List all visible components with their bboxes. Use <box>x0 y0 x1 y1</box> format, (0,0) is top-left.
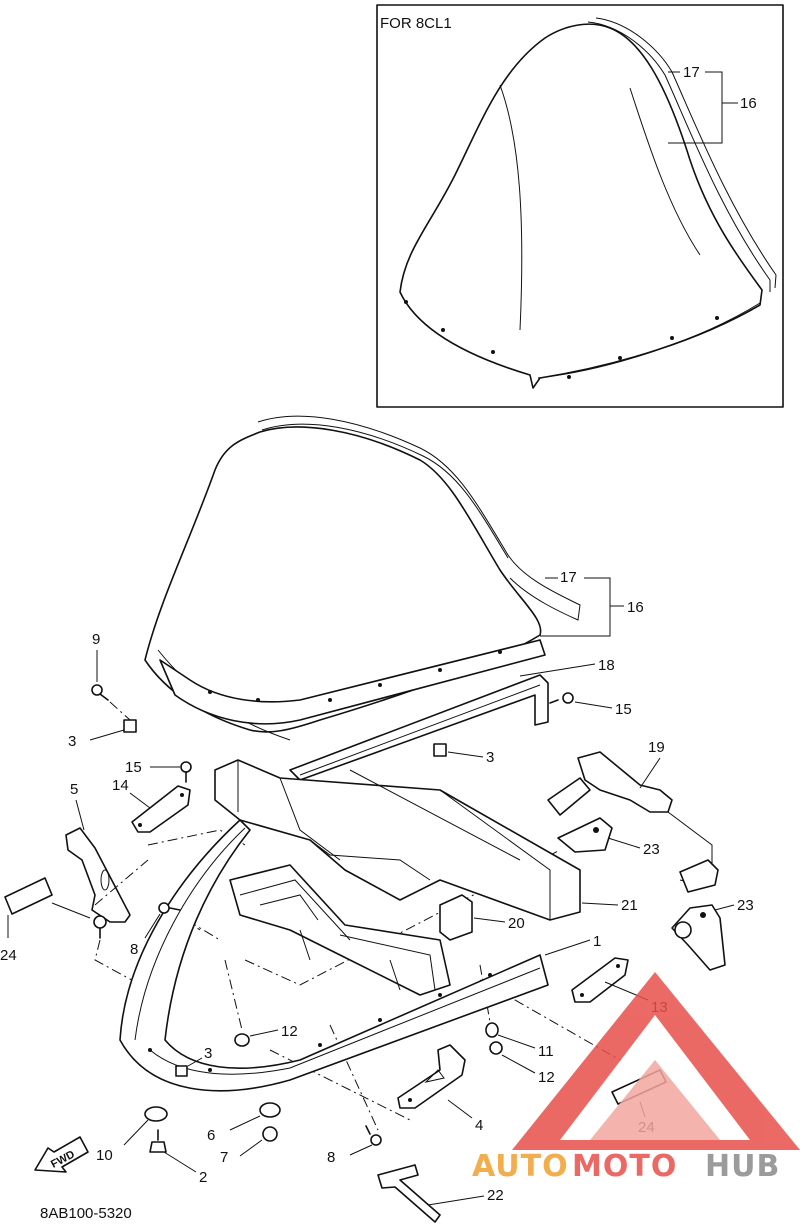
callout-22: 22 <box>487 1187 504 1204</box>
callout-9: 9 <box>92 631 100 648</box>
part-23-bracket-upper: 23 <box>557 817 660 858</box>
diagram-code: 8AB100-5320 <box>40 1205 132 1222</box>
callout-18: 18 <box>598 657 615 674</box>
part-8-screw-bottom: 8 <box>327 1125 382 1166</box>
part-15-screw-right: 15 <box>549 692 632 718</box>
callout-16-inset: 16 <box>740 95 757 112</box>
watermark-triangle-logo <box>512 972 800 1150</box>
callout-14: 14 <box>112 777 129 794</box>
fwd-arrow: FWD <box>34 1136 89 1173</box>
windscreen-body <box>144 426 542 733</box>
callout-3b: 3 <box>486 749 494 766</box>
part-4-bracket: 4 <box>397 1044 483 1134</box>
callout-12a: 12 <box>281 1023 298 1040</box>
callout-16: 16 <box>627 599 644 616</box>
callout-15a: 15 <box>125 759 142 776</box>
windscreen: 17 16 <box>144 415 644 741</box>
inset-label: FOR 8CL1 <box>380 15 452 32</box>
part-11-nut: 11 <box>485 1022 554 1060</box>
part-23-bracket-lower: 23 <box>671 897 754 971</box>
part-12-grommet-right: 12 <box>489 1041 555 1086</box>
callout-24a: 24 <box>0 947 17 964</box>
part-9-screw: 9 <box>91 631 131 721</box>
watermark-text-hub: HUB <box>705 1149 780 1184</box>
callout-5: 5 <box>70 781 78 798</box>
callout-17: 17 <box>560 569 577 586</box>
callout-21: 21 <box>621 897 638 914</box>
inset-windscreen-8cl1: FOR 8CL1 17 16 <box>376 4 784 408</box>
callout-7: 7 <box>220 1149 228 1166</box>
callout-10: 10 <box>96 1147 113 1164</box>
watermark-text-moto: MOTO <box>572 1149 677 1184</box>
part-10-damper: 10 <box>96 1106 168 1164</box>
callout-19: 19 <box>648 739 665 756</box>
part-18-bracket: 18 <box>289 657 615 781</box>
windscreen-lower-trim <box>159 639 546 725</box>
part-3-nut-left: 3 <box>68 719 137 750</box>
part-15-screw-left: 15 <box>125 759 192 783</box>
callout-4: 4 <box>475 1117 483 1134</box>
inset-windscreen <box>399 23 763 389</box>
callout-8b: 8 <box>327 1149 335 1166</box>
part-3-nut-lower: 3 <box>175 1045 212 1077</box>
part-22-rod: 22 <box>377 1164 504 1223</box>
callout-12b: 12 <box>538 1069 555 1086</box>
part-19-stay: 19 <box>547 739 719 893</box>
part-2-bolt: 2 <box>149 1129 207 1186</box>
part-5-side-bracket: 5 <box>65 781 131 939</box>
part-20-block: 20 <box>439 894 525 941</box>
part-3-nut-center: 3 <box>433 743 494 766</box>
part-7-nut: 7 <box>220 1126 278 1166</box>
part-8-screw-left: 8 <box>130 902 181 958</box>
part-24-label-left: 24 <box>0 877 91 964</box>
callout-3c: 3 <box>204 1045 212 1062</box>
callout-2: 2 <box>199 1169 207 1186</box>
callout-23a: 23 <box>643 841 660 858</box>
callout-8a: 8 <box>130 941 138 958</box>
inset-frame <box>376 4 784 408</box>
part-1-inner-panel: 1 <box>119 819 601 1092</box>
automotohub-watermark: AUTO MOTO HUB <box>472 972 800 1184</box>
part-21-stay: 21 <box>214 759 638 921</box>
watermark-text-auto: AUTO <box>472 1149 569 1184</box>
callout-17-inset: 17 <box>683 64 700 81</box>
part-6-damper: 6 <box>207 1102 281 1144</box>
callout-23b: 23 <box>737 897 754 914</box>
callout-6: 6 <box>207 1127 215 1144</box>
part-12-grommet-left: 12 <box>234 1023 298 1047</box>
callout-15b: 15 <box>615 701 632 718</box>
callout-20: 20 <box>508 915 525 932</box>
callout-11: 11 <box>538 1043 554 1060</box>
callout-1: 1 <box>593 933 601 950</box>
part-14-bracket: 14 <box>112 777 191 833</box>
callout-3a: 3 <box>68 733 76 750</box>
